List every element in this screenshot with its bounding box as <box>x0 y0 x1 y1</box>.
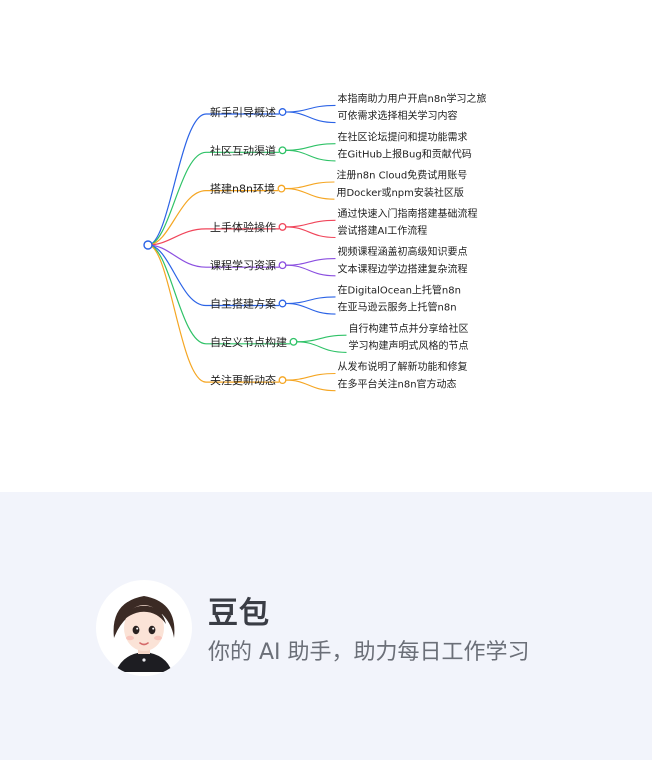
leaf-link <box>285 104 336 113</box>
branch-label[interactable]: 自主搭建方案 <box>210 297 276 311</box>
leaf-label[interactable]: 在社区论坛提问和提功能需求 <box>338 130 468 143</box>
leaf-label[interactable]: 通过快速入门指南搭建基础流程 <box>338 207 478 220</box>
leaf-link <box>285 264 336 277</box>
leaf-link <box>285 258 336 266</box>
footer-card: 豆包 你的 AI 助手，助力每日工作学习 <box>0 492 652 760</box>
brand-tagline: 你的 AI 助手，助力每日工作学习 <box>208 640 530 665</box>
leaf-label[interactable]: 尝试搭建AI工作流程 <box>338 224 428 237</box>
branch-link <box>147 151 279 246</box>
leaf-link <box>285 296 336 305</box>
brand-name: 豆包 <box>208 596 270 631</box>
leaf-label[interactable]: 学习构建声明式风格的节点 <box>349 339 469 352</box>
branch-node[interactable] <box>289 337 298 346</box>
branch-node[interactable] <box>278 222 287 231</box>
mindmap-diagram: 新手引导概述 本指南助力用户开启n8n学习之旅可依需求选择相关学习内容社区互动渠道… <box>143 92 487 392</box>
leaf-label[interactable]: 用Docker或npm安装社区版 <box>336 186 463 199</box>
branch-label[interactable]: 课程学习资源 <box>210 258 276 272</box>
leaf-label[interactable]: 可依需求选择相关学习内容 <box>338 109 458 122</box>
leaf-link <box>285 111 336 124</box>
leaf-link <box>285 143 336 151</box>
leaf-label[interactable]: 在亚马逊云服务上托管n8n <box>338 301 457 314</box>
leaf-label[interactable]: 自行构建节点并分享给社区 <box>349 322 469 335</box>
branch-label[interactable]: 社区互动渠道 <box>210 143 276 157</box>
leaf-label[interactable]: 注册n8n Cloud免费试用账号 <box>336 169 467 182</box>
branch-label[interactable]: 自定义节点构建 <box>210 335 287 349</box>
branch-node[interactable] <box>278 376 287 385</box>
leaf-link <box>285 379 336 392</box>
avatar <box>96 580 192 676</box>
branch-node[interactable] <box>278 146 287 155</box>
leaf-link <box>296 341 347 353</box>
leaf-label[interactable]: 在GitHub上报Bug和贡献代码 <box>338 148 472 161</box>
cartoon-girl-avatar-icon <box>113 596 175 672</box>
branch-label[interactable]: 新手引导概述 <box>210 105 276 119</box>
branch-node[interactable] <box>278 108 287 116</box>
mindmap-root-node[interactable] <box>143 240 153 250</box>
branch-link <box>147 244 279 268</box>
branch-link <box>147 113 279 246</box>
leaf-label[interactable]: 文本课程边学边搭建复杂流程 <box>338 262 468 275</box>
leaf-link <box>284 181 335 190</box>
branch-node[interactable] <box>278 299 287 308</box>
branch-label[interactable]: 上手体验操作 <box>210 220 276 234</box>
branch-node[interactable] <box>277 184 286 193</box>
leaf-link <box>285 372 336 381</box>
leaf-link <box>285 226 336 239</box>
leaf-link <box>285 219 336 228</box>
branch-link <box>147 244 290 345</box>
leaf-link <box>285 302 336 315</box>
branch-link <box>147 190 278 246</box>
branch-link <box>147 244 279 383</box>
leaf-label[interactable]: 在多平台关注n8n官方动态 <box>338 377 457 390</box>
branch-label[interactable]: 搭建n8n环境 <box>210 182 275 196</box>
leaf-link <box>285 149 336 162</box>
leaf-label[interactable]: 本指南助力用户开启n8n学习之旅 <box>338 92 487 105</box>
mindmap-nodes: 新手引导概述 本指南助力用户开启n8n学习之旅可依需求选择相关学习内容社区互动渠道… <box>143 92 487 390</box>
mindmap-area: 新手引导概述 本指南助力用户开启n8n学习之旅可依需求选择相关学习内容社区互动渠道… <box>143 92 487 392</box>
leaf-link <box>284 188 335 200</box>
mindmap-links <box>147 104 347 392</box>
leaf-label[interactable]: 从发布说明了解新功能和修复 <box>338 360 468 373</box>
branch-link <box>147 244 279 307</box>
leaf-link <box>296 334 347 343</box>
branch-label[interactable]: 关注更新动态 <box>210 373 276 387</box>
leaf-label[interactable]: 视频课程涵盖初高级知识要点 <box>338 245 468 258</box>
branch-node[interactable] <box>278 261 287 270</box>
branch-link <box>147 228 279 246</box>
leaf-label[interactable]: 在DigitalOcean上托管n8n <box>338 284 461 297</box>
